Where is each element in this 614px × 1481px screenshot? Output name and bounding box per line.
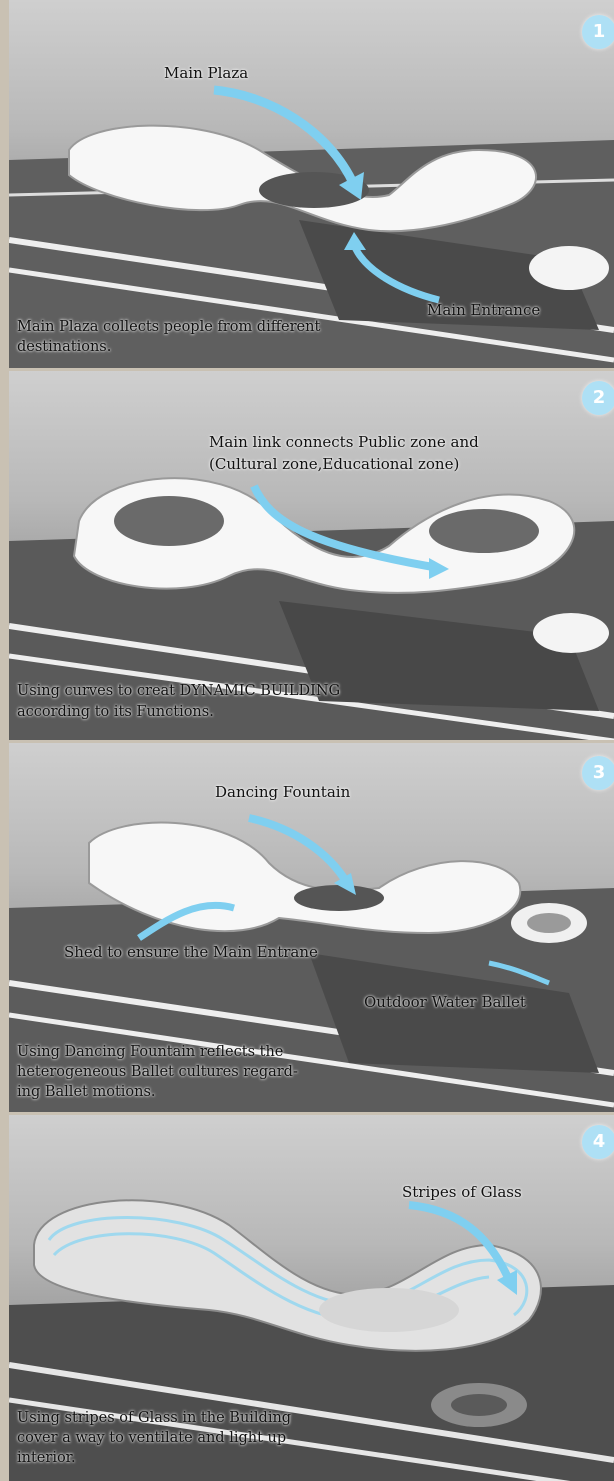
step-badge-3: 3 bbox=[582, 756, 614, 790]
label-shed: Shed to ensure the Main Entrane bbox=[64, 943, 318, 962]
caption-panel-3-line-3: ing Ballet motions. bbox=[17, 1083, 156, 1102]
panel-2: 2 Main link connects Public zone and (Cu… bbox=[9, 371, 614, 740]
panel-1: 1 Main Plaza Main Entrance Main Plaza co… bbox=[9, 0, 614, 368]
label-main-entrance: Main Entrance bbox=[427, 301, 540, 320]
label-main-link-line-2: (Cultural zone,Educational zone) bbox=[209, 455, 459, 474]
step-badge-1: 1 bbox=[582, 15, 614, 49]
caption-panel-1-line-2: destinations. bbox=[17, 338, 111, 357]
caption-panel-3-line-1: Using Dancing Fountain reflects the bbox=[17, 1043, 283, 1062]
step-badge-4: 4 bbox=[582, 1125, 614, 1159]
caption-panel-2-line-1: Using curves to creat DYNAMIC BUILDING bbox=[17, 682, 340, 701]
caption-panel-4-line-3: interior. bbox=[17, 1449, 76, 1468]
caption-panel-3-line-2: heterogeneous Ballet cultures regard- bbox=[17, 1063, 298, 1082]
caption-panel-4-line-1: Using stripes of Glass in the Building bbox=[17, 1409, 291, 1428]
caption-panel-1-line-1: Main Plaza collects people from differen… bbox=[17, 318, 320, 337]
caption-panel-2-line-2: according to its Functions. bbox=[17, 703, 214, 722]
panel-4: 4 Stripes of Glass Using stripes of Glas… bbox=[9, 1115, 614, 1481]
label-water-ballet: Outdoor Water Ballet bbox=[364, 993, 526, 1012]
label-dancing-fountain: Dancing Fountain bbox=[215, 783, 350, 802]
caption-panel-4-line-2: cover a way to ventilate and light up bbox=[17, 1429, 286, 1448]
label-main-plaza: Main Plaza bbox=[164, 64, 248, 83]
step-badge-2: 2 bbox=[582, 381, 614, 415]
label-main-link-line-1: Main link connects Public zone and bbox=[209, 433, 479, 452]
panel-3: 3 Dancing Fountain Shed to ensure the Ma… bbox=[9, 743, 614, 1112]
label-stripes-of-glass: Stripes of Glass bbox=[402, 1183, 522, 1202]
